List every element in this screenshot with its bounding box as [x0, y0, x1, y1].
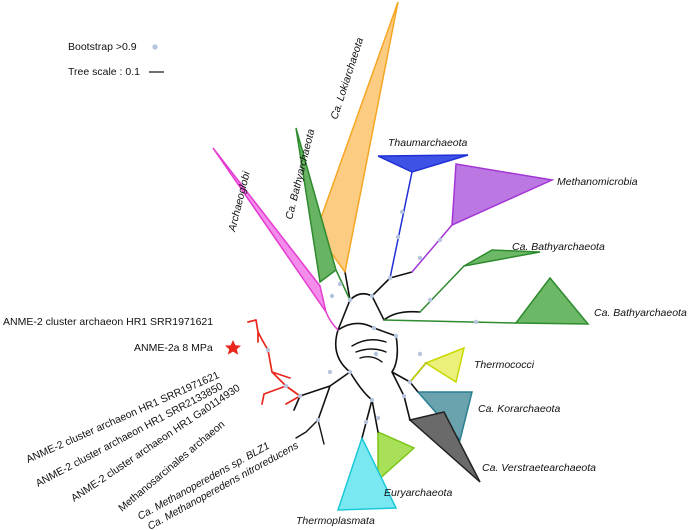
- clade-triangle-bathy-right2: [514, 276, 590, 325]
- bootstrap-dot: [393, 333, 399, 339]
- star-icon: [225, 340, 241, 355]
- clade-triangle-bathy-right1: [463, 249, 541, 267]
- branch-anme2: [247, 319, 301, 405]
- label-thermoplasmata: Thermoplasmata: [296, 515, 375, 527]
- branch-bathy-right2: [383, 319, 517, 324]
- branch-methanoperedens: [295, 419, 325, 445]
- branch-methanomicrobia: [411, 224, 453, 273]
- clade-triangle-thaumarchaeota: [377, 154, 469, 173]
- clade-triangle-archaeoglobi: [212, 147, 327, 313]
- branch-inner-arcs: [351, 339, 387, 363]
- bootstrap-dot: [369, 293, 375, 299]
- branch-archaeoglobi: [325, 311, 339, 331]
- bootstrap-dot: [427, 297, 433, 303]
- branch-bathy-right1: [419, 265, 465, 313]
- leaf-anme2a-8mpa: ANME-2a 8 MPa: [134, 342, 213, 354]
- label-bathy-right1: Ca. Bathyarchaeota: [512, 241, 605, 253]
- branch-thaum: [389, 171, 413, 279]
- bootstrap-dot: [375, 415, 381, 421]
- legend: Bootstrap >0.9 Tree scale : 0.1: [68, 41, 164, 78]
- bootstrap-dot: [395, 234, 401, 240]
- label-methanomicrobia: Methanomicrobia: [557, 176, 638, 188]
- bootstrap-dot: [347, 297, 353, 303]
- clade-triangles: [212, 1, 590, 511]
- bootstrap-dot: [265, 347, 271, 353]
- label-verstraetearchaeota: Ca. Verstraetearchaeota: [482, 462, 596, 474]
- clade-triangle-methanomicrobia: [451, 163, 555, 227]
- legend-bootstrap-dot: [152, 44, 158, 50]
- legend-bootstrap-label: Bootstrap >0.9: [68, 41, 137, 53]
- bootstrap-dot: [417, 351, 423, 357]
- bootstrap-dot: [347, 369, 353, 375]
- clade-triangle-bathy-left: [295, 127, 337, 284]
- bootstrap-dot: [283, 383, 289, 389]
- bootstrap-dot: [401, 393, 407, 399]
- bootstrap-dot: [329, 293, 335, 299]
- label-korarchaeota: Ca. Korarchaeota: [478, 403, 560, 415]
- bootstrap-dot: [363, 419, 369, 425]
- label-thermococci: Thermococci: [474, 359, 535, 371]
- label-archaeoglobi: Archaeoglobi: [226, 170, 253, 234]
- bootstrap-dot: [297, 393, 303, 399]
- legend-scale-label: Tree scale : 0.1: [68, 66, 140, 78]
- leaf-labels: ANME-2 cluster archaeon HR1 SRR1971621 A…: [3, 316, 301, 530]
- branch-thermococci: [409, 362, 427, 383]
- tree-branches: [247, 171, 517, 445]
- bootstrap-dot: [373, 351, 379, 357]
- label-euryarchaeota: Euryarchaeota: [384, 487, 452, 499]
- bootstrap-dot: [369, 397, 375, 403]
- branch-backbone: [293, 271, 427, 439]
- bootstrap-dot: [337, 281, 343, 287]
- bootstrap-dot: [371, 325, 377, 331]
- clade-triangle-euryarchaeota: [377, 430, 416, 482]
- bootstrap-dots: [265, 209, 479, 425]
- clade-triangle-thermoplasmata: [336, 436, 398, 511]
- leaf-anme2-srr2133850: ANME-2 cluster archaeon HR1 SRR2133850: [34, 380, 225, 489]
- bootstrap-dot: [407, 379, 413, 385]
- bootstrap-dot: [399, 209, 405, 215]
- bootstrap-dot: [473, 319, 479, 325]
- clade-triangle-thermococci: [424, 346, 466, 384]
- label-thaumarchaeota: Thaumarchaeota: [388, 137, 468, 149]
- bootstrap-dot: [315, 417, 321, 423]
- bootstrap-dot: [437, 237, 443, 243]
- bootstrap-dot: [327, 369, 333, 375]
- label-bathy-right2: Ca. Bathyarchaeota: [594, 307, 687, 319]
- leaf-anme2-srr1971621-a: ANME-2 cluster archaeon HR1 SRR1971621: [3, 316, 213, 328]
- branch-bathy-left: [335, 269, 351, 301]
- leaf-methanoperedens-nitro: Ca. Methanoperedens nitroreducens: [146, 439, 302, 530]
- bootstrap-dot: [387, 275, 393, 281]
- bootstrap-dot: [417, 255, 423, 261]
- clade-triangle-verstraetearchaeota: [408, 411, 481, 483]
